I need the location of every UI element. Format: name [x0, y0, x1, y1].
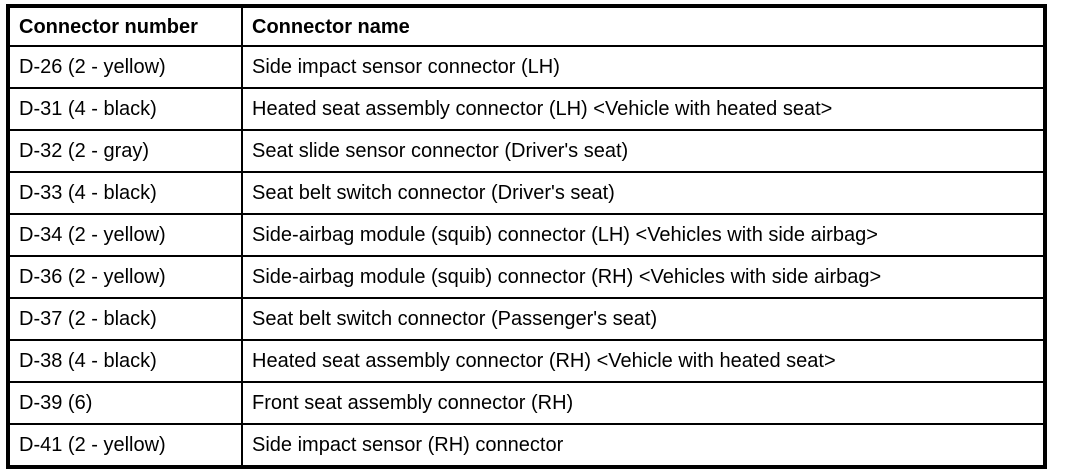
connector-number-cell: D-38 (4 - black) — [7, 339, 243, 383]
table-row: D-39 (6) Front seat assembly connector (… — [7, 381, 1046, 425]
table-row: D-37 (2 - black) Seat belt switch connec… — [7, 297, 1046, 341]
connector-number-cell: D-41 (2 - yellow) — [7, 423, 243, 468]
connector-name-cell: Side impact sensor connector (LH) — [241, 45, 1046, 89]
connector-number-cell: D-32 (2 - gray) — [7, 129, 243, 173]
table-row: D-38 (4 - black) Heated seat assembly co… — [7, 339, 1046, 383]
table-row: D-34 (2 - yellow) Side-airbag module (sq… — [7, 213, 1046, 257]
connector-name-cell: Side impact sensor (RH) connector — [241, 423, 1046, 468]
connector-table: Connector number Connector name D-26 (2 … — [6, 4, 1047, 469]
connector-number-cell: D-31 (4 - black) — [7, 87, 243, 131]
connector-name-cell: Seat belt switch connector (Passenger's … — [241, 297, 1046, 341]
table-row: D-26 (2 - yellow) Side impact sensor con… — [7, 45, 1046, 89]
connector-number-cell: D-36 (2 - yellow) — [7, 255, 243, 299]
table-row: D-41 (2 - yellow) Side impact sensor (RH… — [7, 423, 1046, 468]
connector-number-cell: D-33 (4 - black) — [7, 171, 243, 215]
connector-name-cell: Side-airbag module (squib) connector (RH… — [241, 255, 1046, 299]
connector-name-cell: Front seat assembly connector (RH) — [241, 381, 1046, 425]
connector-number-cell: D-39 (6) — [7, 381, 243, 425]
connector-number-cell: D-26 (2 - yellow) — [7, 45, 243, 89]
column-header-connector-number: Connector number — [7, 5, 243, 47]
table-row: D-31 (4 - black) Heated seat assembly co… — [7, 87, 1046, 131]
connector-name-cell: Seat slide sensor connector (Driver's se… — [241, 129, 1046, 173]
connector-name-cell: Seat belt switch connector (Driver's sea… — [241, 171, 1046, 215]
connector-name-cell: Heated seat assembly connector (RH) <Veh… — [241, 339, 1046, 383]
column-header-connector-name: Connector name — [241, 5, 1046, 47]
connector-name-cell: Heated seat assembly connector (LH) <Veh… — [241, 87, 1046, 131]
table-header-row: Connector number Connector name — [7, 5, 1046, 47]
connector-name-cell: Side-airbag module (squib) connector (LH… — [241, 213, 1046, 257]
table-row: D-32 (2 - gray) Seat slide sensor connec… — [7, 129, 1046, 173]
connector-number-cell: D-34 (2 - yellow) — [7, 213, 243, 257]
table-row: D-36 (2 - yellow) Side-airbag module (sq… — [7, 255, 1046, 299]
table-row: D-33 (4 - black) Seat belt switch connec… — [7, 171, 1046, 215]
connector-number-cell: D-37 (2 - black) — [7, 297, 243, 341]
